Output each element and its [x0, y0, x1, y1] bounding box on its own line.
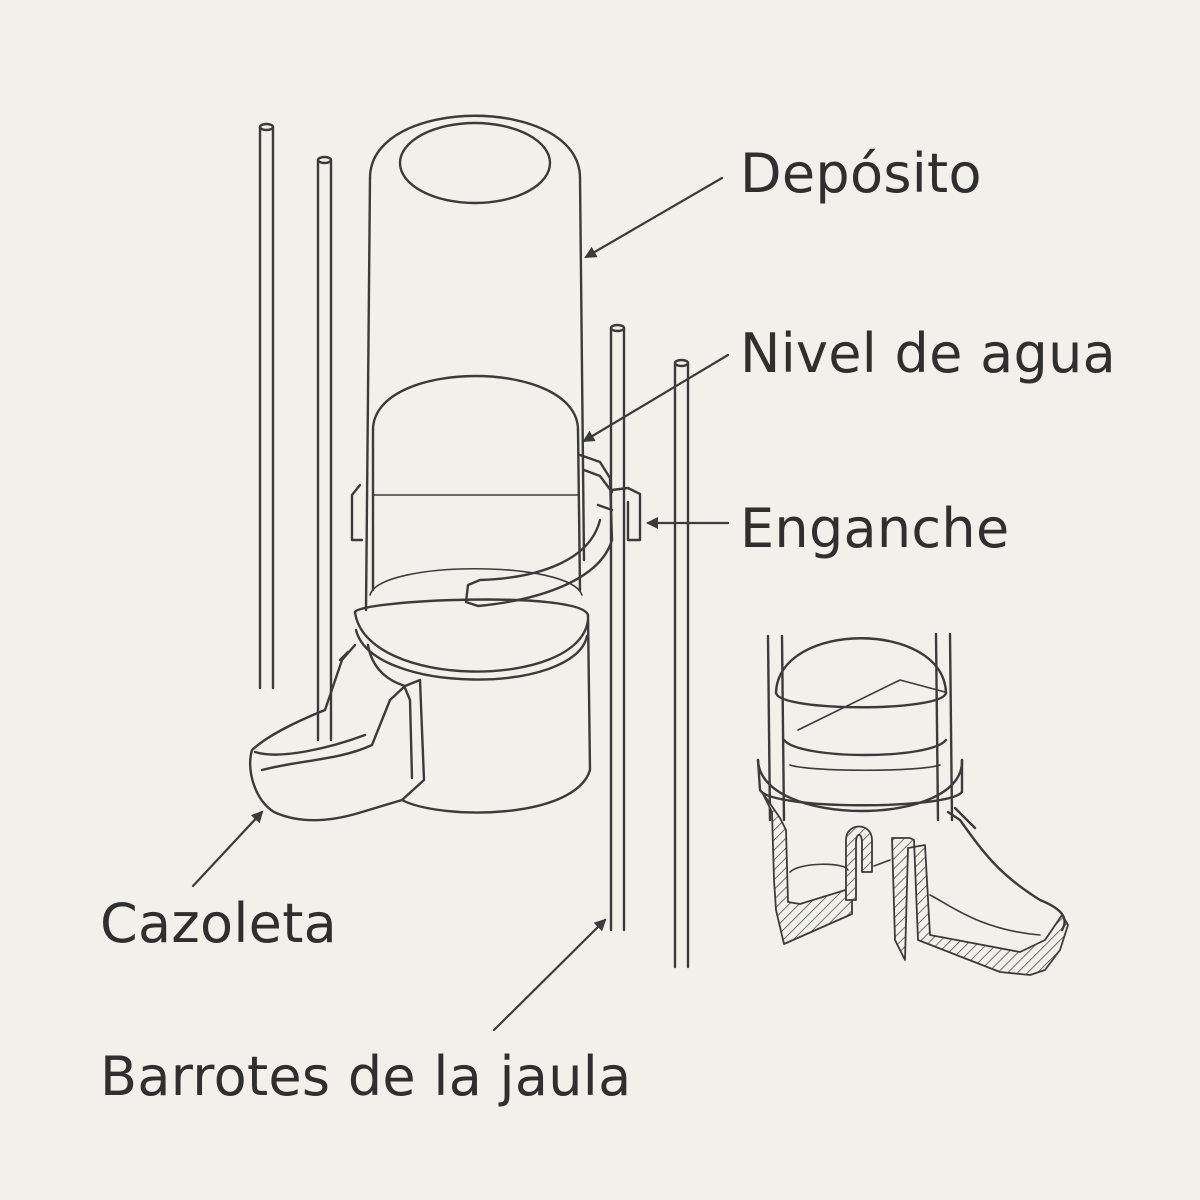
arrow-barrotes [492, 918, 607, 1032]
label-enganche: Enganche [740, 497, 1009, 560]
base-collar [353, 598, 592, 814]
cage-bar-3 [609, 323, 626, 932]
hanging-clip [350, 453, 642, 608]
arrow-cazoleta [191, 810, 264, 888]
label-cazoleta: Cazoleta [100, 892, 337, 955]
label-nivel-agua: Nivel de agua [740, 322, 1116, 385]
label-barrotes: Barrotes de la jaula [100, 1045, 631, 1108]
cutaway-detail [756, 632, 1069, 976]
label-deposito: Depósito [740, 142, 982, 205]
cage-bar-1 [258, 122, 275, 690]
labels: Depósito Nivel de agua Enganche Cazoleta… [100, 142, 1116, 1108]
cage-bars [258, 122, 690, 969]
arrow-nivel-agua [582, 353, 730, 443]
leader-arrows [191, 176, 730, 1032]
cage-bar-2 [316, 155, 333, 742]
feeding-cup [248, 643, 426, 822]
water-reservoir [364, 114, 586, 612]
cage-bar-4 [673, 358, 690, 969]
arrow-deposito [584, 176, 724, 259]
